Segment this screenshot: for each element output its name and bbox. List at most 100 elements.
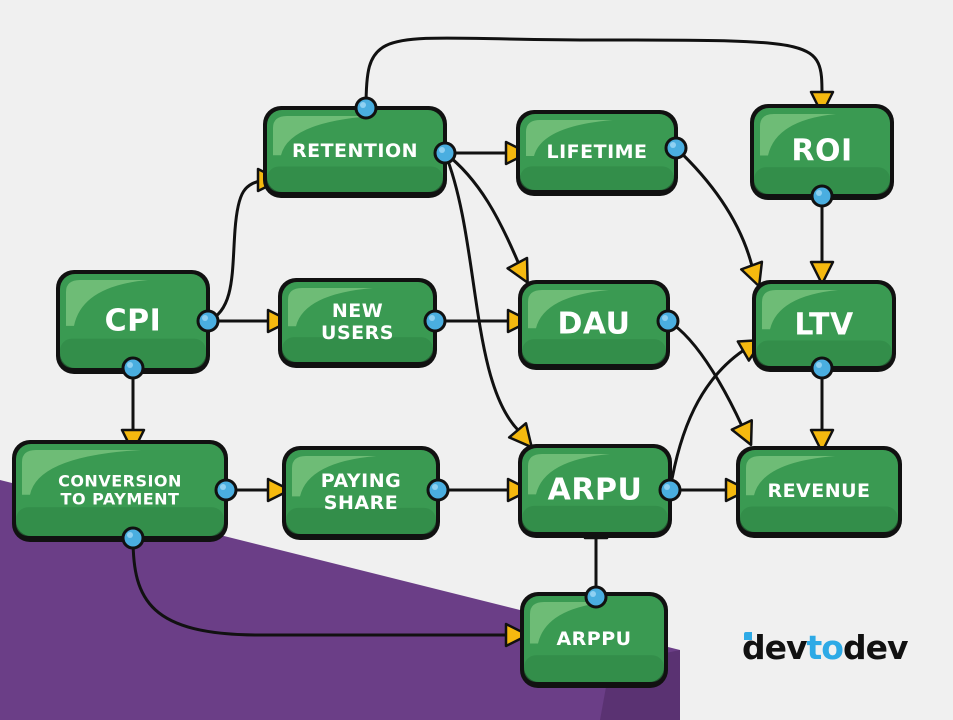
node-label: REVENUE: [767, 480, 870, 502]
port-dau-icon: [656, 309, 680, 333]
edge-dau-to-revenue: [667, 319, 753, 447]
node-highlight: [528, 454, 610, 495]
edge-retention-to-lifetime: [445, 140, 530, 166]
port-roi-icon: [810, 184, 834, 208]
node-highlight: [273, 116, 373, 156]
port-highlight: [670, 142, 676, 148]
node-shade: [522, 339, 666, 364]
node-label: ROI: [791, 134, 852, 169]
edge-line: [444, 151, 520, 263]
arrowhead-icon: [506, 256, 529, 284]
node-highlight: [22, 450, 142, 495]
port-arppu-icon: [584, 585, 608, 609]
logo-part-1: dev: [742, 628, 808, 667]
node-label: CPI: [105, 304, 162, 339]
edge-line: [443, 152, 520, 432]
port-conversion-icon: [121, 526, 145, 550]
node-shade: [282, 337, 433, 362]
node-label: USERS: [321, 322, 394, 344]
node-roi: ROI: [750, 104, 894, 200]
arrowhead-icon: [809, 428, 835, 454]
logo-part-3: dev: [842, 628, 909, 667]
node-shade: [60, 338, 206, 368]
edge-cpi-to-conversion: [120, 370, 146, 454]
node-highlight: [762, 290, 838, 330]
devtodev-logo: devtodev: [742, 628, 909, 667]
node-highlight: [292, 456, 377, 497]
port-highlight: [360, 102, 366, 108]
port-cpi-icon: [121, 356, 145, 380]
port-highlight: [127, 532, 133, 538]
node-label: RETENTION: [292, 140, 418, 162]
port-highlight: [816, 362, 822, 368]
node-shade: [267, 166, 443, 192]
node-ltv: LTV: [752, 280, 896, 372]
node-highlight: [530, 602, 609, 644]
node-highlight: [746, 456, 836, 496]
edge-line: [674, 146, 754, 267]
node-arpu: ARPU: [518, 444, 672, 538]
arrowhead-icon: [730, 419, 753, 447]
port-retention-icon: [433, 141, 457, 165]
node-arppu: ARPPU: [520, 592, 668, 688]
port-highlight: [662, 315, 668, 321]
arrowhead-icon: [507, 422, 533, 449]
node-highlight: [528, 290, 609, 329]
port-highlight: [664, 484, 670, 490]
port-arpu-icon: [658, 478, 682, 502]
node-retention: RETENTION: [263, 106, 447, 198]
edge-line: [364, 36, 824, 109]
port-highlight: [590, 591, 596, 597]
edge-paying_share-to-arpu: [438, 477, 532, 503]
arrowhead-icon: [809, 260, 835, 286]
node-shade: [16, 507, 224, 536]
arrowhead-icon: [739, 260, 764, 288]
arrowhead-icon: [504, 622, 530, 648]
node-lifetime: LIFETIME: [516, 110, 678, 196]
ports-layer: [121, 96, 834, 609]
node-shade: [756, 340, 892, 366]
port-highlight: [816, 190, 822, 196]
port-paying-share-icon: [426, 478, 450, 502]
node-label: DAU: [557, 307, 630, 342]
node-shade: [524, 655, 664, 682]
port-cpi-icon: [196, 309, 220, 333]
node-dau: DAU: [518, 280, 670, 370]
edge-retention-to-roi: [364, 36, 835, 116]
arrowhead-icon: [266, 477, 292, 503]
port-highlight: [127, 362, 133, 368]
port-ltv-icon: [810, 356, 834, 380]
logo-part-2: to: [806, 628, 844, 667]
edge-roi-to-ltv: [809, 196, 835, 286]
edge-ltv-to-revenue: [809, 368, 835, 454]
node-highlight: [288, 288, 373, 327]
edge-retention-to-dau: [444, 151, 529, 284]
edge-line: [207, 178, 265, 323]
edge-line: [668, 348, 745, 491]
node-label: PAYING: [321, 470, 401, 492]
node-label: LIFETIME: [546, 141, 647, 163]
node-shade: [754, 167, 890, 194]
port-retention-icon: [354, 96, 378, 120]
port-highlight: [439, 147, 445, 153]
port-lifetime-icon: [664, 136, 688, 160]
node-label: TO PAYMENT: [61, 490, 180, 509]
node-label: SHARE: [324, 492, 398, 514]
edge-conversion-to-arppu: [131, 537, 530, 648]
node-cpi: CPI: [56, 270, 210, 374]
node-revenue: REVENUE: [736, 446, 902, 538]
node-shade: [286, 507, 436, 534]
edge-new_users-to-dau: [435, 308, 532, 334]
node-highlight: [526, 120, 613, 156]
node-highlight: [760, 114, 836, 156]
node-label: LTV: [794, 308, 854, 343]
port-highlight: [432, 484, 438, 490]
node-shade: [740, 506, 898, 532]
edge-lifetime-to-ltv: [674, 146, 764, 288]
port-conversion-icon: [214, 478, 238, 502]
node-shade: [520, 166, 674, 190]
